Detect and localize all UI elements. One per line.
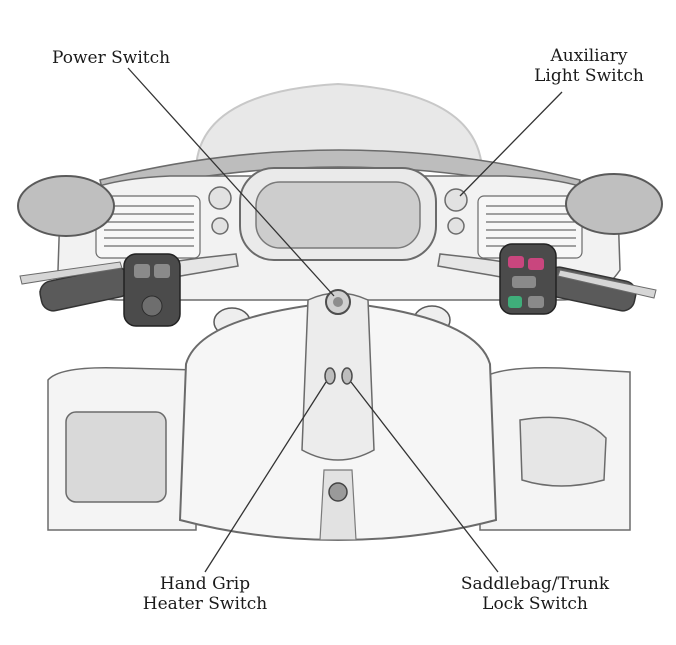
callout-auxiliary-light-switch: Auxiliary Light Switch <box>524 46 654 86</box>
callout-hand-grip-heater-switch: Hand Grip Heater Switch <box>120 574 290 614</box>
leader-saddlebag <box>350 381 499 573</box>
callout-hand-grip-line2: Heater Switch <box>142 594 268 614</box>
callout-saddlebag-line1: Saddlebag/Trunk <box>460 574 610 594</box>
tank-console <box>301 292 375 461</box>
left-mirror <box>17 175 115 237</box>
right-lever <box>557 269 657 299</box>
right-dash-knob-2 <box>447 217 465 235</box>
right-pod-button-pink <box>528 258 544 270</box>
leader-hand-grip <box>204 381 327 573</box>
display-screen <box>255 181 421 249</box>
windshield <box>194 82 484 169</box>
right-mirror <box>565 173 663 235</box>
left-pod-button <box>154 264 170 278</box>
leader-power <box>127 67 335 297</box>
right-pod-button-pink <box>508 256 524 268</box>
tank-center-stripe <box>319 469 357 541</box>
left-dash-knob <box>208 186 232 210</box>
left-pod-button <box>134 264 150 278</box>
callout-saddlebag-trunk-lock-switch: Saddlebag/Trunk Lock Switch <box>430 574 640 614</box>
callout-power-line1: Power Switch <box>52 48 171 68</box>
left-dash-knob-2 <box>211 217 229 235</box>
tank-emblem <box>328 482 348 502</box>
callout-power-switch: Power Switch <box>52 48 170 68</box>
left-saddlebag-opening <box>65 411 167 503</box>
leader-auxiliary <box>459 91 563 197</box>
power-switch-center <box>333 297 343 307</box>
right-saddlebag-lid <box>519 416 607 487</box>
left-pod-dial <box>141 295 163 317</box>
left-lever <box>19 261 123 285</box>
right-pod-button-grey <box>528 296 544 308</box>
right-pod-button-green <box>508 296 522 308</box>
callout-auxiliary-line1: Auxiliary <box>550 46 628 66</box>
right-pod-button-grey <box>512 276 536 288</box>
leader-lines <box>127 67 563 573</box>
callout-hand-grip-line1: Hand Grip <box>159 574 251 594</box>
callout-auxiliary-line2: Light Switch <box>534 66 644 86</box>
saddlebag-lock-switch <box>341 367 353 385</box>
hand-grip-heater-switch <box>324 367 336 385</box>
left-vent <box>95 195 201 259</box>
callout-saddlebag-line2: Lock Switch <box>482 594 588 614</box>
